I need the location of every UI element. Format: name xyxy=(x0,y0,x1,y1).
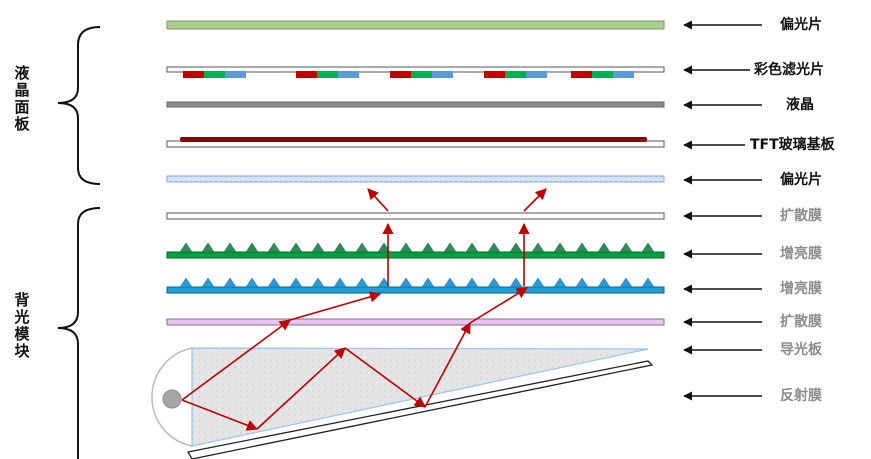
color-filter-subpixel xyxy=(338,71,359,78)
layer-label-tft-glass: TFT玻璃基板 xyxy=(750,137,835,153)
light-ray xyxy=(289,291,382,321)
prism xyxy=(509,242,523,253)
color-filter-subpixel xyxy=(592,71,613,78)
color-filter-subpixel xyxy=(571,71,592,78)
light-ray xyxy=(523,188,547,212)
prism xyxy=(597,277,611,288)
prism xyxy=(487,242,501,253)
color-filter-subpixel xyxy=(432,71,453,78)
prism xyxy=(245,242,259,253)
reflective-film xyxy=(186,360,654,459)
prism xyxy=(531,242,545,253)
prism xyxy=(421,277,435,288)
prism xyxy=(267,277,281,288)
prism xyxy=(201,277,215,288)
light-ray xyxy=(256,347,346,430)
layer-label-brightness-1: 增亮膜 xyxy=(780,246,822,262)
prism xyxy=(355,277,369,288)
prism xyxy=(377,242,391,253)
prism xyxy=(575,242,589,253)
layer-label-brightness-2: 增亮膜 xyxy=(780,281,822,297)
prism xyxy=(179,242,193,253)
layer-label-liquid-crystal: 液晶 xyxy=(786,97,814,113)
panel-group-label: 液晶面板 xyxy=(14,64,30,133)
color-filter-subpixel xyxy=(411,71,432,78)
layer-label-reflective: 反射膜 xyxy=(780,388,822,404)
layer-label-top-polarizer: 偏光片 xyxy=(780,17,822,33)
prism xyxy=(531,277,545,288)
prism xyxy=(487,277,501,288)
prism xyxy=(597,242,611,253)
prism xyxy=(399,277,413,288)
color-filter-subpixel xyxy=(390,71,411,78)
prism xyxy=(355,242,369,253)
prism xyxy=(443,242,457,253)
color-filter-subpixel xyxy=(505,71,526,78)
tft-glass-substrate-layer xyxy=(166,137,665,148)
label-pointers xyxy=(683,20,762,401)
diffuser-film-bottom xyxy=(166,318,665,326)
light-ray xyxy=(181,399,259,431)
light-ray xyxy=(424,322,471,408)
prism xyxy=(333,277,347,288)
prism xyxy=(575,277,589,288)
color-filter-subpixel xyxy=(613,71,634,78)
prism xyxy=(553,242,567,253)
top-polarizer-layer xyxy=(166,20,665,30)
prism xyxy=(311,277,325,288)
prism xyxy=(333,242,347,253)
light-source-lamp xyxy=(162,389,182,409)
prism xyxy=(443,277,457,288)
prism xyxy=(245,277,259,288)
prism xyxy=(641,242,655,253)
layer-label-bottom-polarizer: 偏光片 xyxy=(780,172,822,188)
prism xyxy=(289,277,303,288)
layer-label-color-filter: 彩色滤光片 xyxy=(754,62,824,78)
prism xyxy=(289,242,303,253)
backlight-bracket xyxy=(57,207,101,459)
liquid-crystal-layer xyxy=(166,101,665,108)
prism xyxy=(201,242,215,253)
brightness-film-1 xyxy=(166,242,665,259)
prism xyxy=(421,242,435,253)
light-ray xyxy=(344,347,426,408)
color-filter-layer xyxy=(166,66,665,78)
color-filter-subpixel xyxy=(296,71,317,78)
prism xyxy=(179,277,193,288)
light-rays xyxy=(181,188,547,431)
light-ray xyxy=(367,188,389,212)
prism xyxy=(553,277,567,288)
prism xyxy=(311,242,325,253)
layer-label-diffuser-top: 扩散膜 xyxy=(780,208,822,224)
prism xyxy=(619,277,633,288)
panel-bracket xyxy=(57,26,101,185)
color-filter-subpixel xyxy=(183,71,204,78)
prism xyxy=(465,277,479,288)
prism xyxy=(223,277,237,288)
light-ray xyxy=(181,319,291,401)
light-guide-plate xyxy=(191,347,649,447)
prism xyxy=(509,277,523,288)
backlight-group-label: 背光模块 xyxy=(14,291,30,360)
color-filter-subpixel xyxy=(526,71,547,78)
diffuser-film-top xyxy=(166,212,665,220)
layer-label-light-guide: 导光板 xyxy=(780,342,822,358)
prism xyxy=(377,277,391,288)
color-filter-subpixel xyxy=(225,71,246,78)
prism xyxy=(465,242,479,253)
brightness-film-2 xyxy=(166,277,665,294)
color-filter-subpixel xyxy=(484,71,505,78)
layer-label-diffuser-bottom: 扩散膜 xyxy=(780,314,822,330)
light-ray xyxy=(469,287,528,324)
prism xyxy=(267,242,281,253)
prism xyxy=(641,277,655,288)
bottom-polarizer-layer xyxy=(166,175,665,183)
prism xyxy=(399,242,413,253)
color-filter-subpixel xyxy=(204,71,225,78)
color-filter-subpixel xyxy=(317,71,338,78)
prism xyxy=(223,242,237,253)
prism xyxy=(619,242,633,253)
